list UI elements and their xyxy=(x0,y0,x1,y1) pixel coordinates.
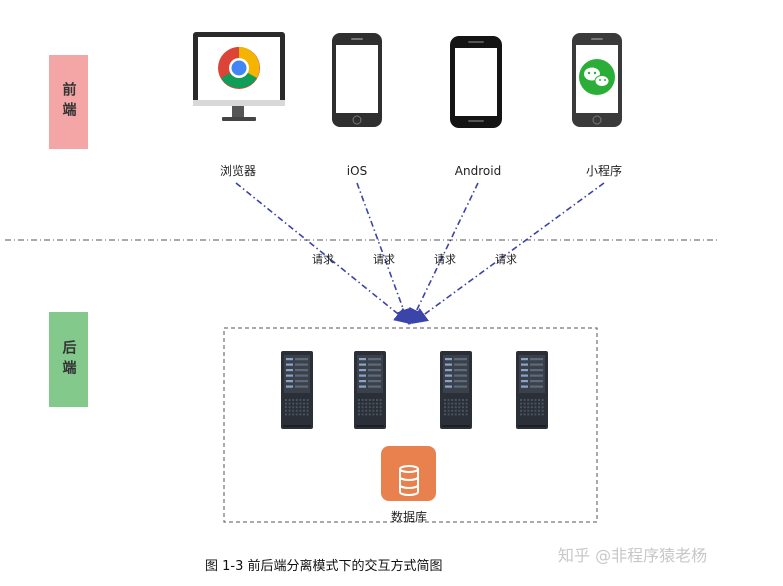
wechat-mini-program-icon xyxy=(572,33,622,127)
backend-tier-block xyxy=(49,312,88,407)
client-label-miniprogram: 小程序 xyxy=(585,164,623,178)
backend-tier-label: 后端 xyxy=(60,339,77,380)
client-label-ios: iOS xyxy=(346,164,368,178)
request-arrow-browser xyxy=(235,182,411,325)
server-rack-icon xyxy=(516,351,548,429)
request-arrow-android xyxy=(409,182,479,325)
client-label-browser: 浏览器 xyxy=(219,164,257,178)
backend-container xyxy=(223,327,598,523)
frontend-tier-block xyxy=(49,55,88,149)
server-rack-icon xyxy=(354,351,386,429)
request-arrow-ios xyxy=(356,182,412,326)
request-label-2: 请求 xyxy=(373,253,395,266)
desktop-chrome-icon xyxy=(193,32,285,121)
request-label-3: 请求 xyxy=(434,253,456,266)
server-group xyxy=(281,351,548,429)
client-label-android: Android xyxy=(454,164,502,178)
database-label: 数据库 xyxy=(390,510,428,524)
request-label-1: 请求 xyxy=(312,253,334,266)
iphone-icon xyxy=(332,33,382,127)
watermark: 知乎 @非程序猿老杨 xyxy=(558,546,708,565)
request-arrow-miniprogram xyxy=(411,182,605,324)
database-icon xyxy=(381,446,436,501)
request-arrows xyxy=(235,182,605,326)
frontend-tier-label: 前端 xyxy=(60,82,77,122)
server-rack-icon xyxy=(440,351,472,429)
request-label-4: 请求 xyxy=(495,253,517,266)
figure-caption: 图 1-3 前后端分离模式下的交互方式简图 xyxy=(205,559,443,574)
android-phone-icon xyxy=(450,36,502,128)
server-rack-icon xyxy=(281,351,313,429)
